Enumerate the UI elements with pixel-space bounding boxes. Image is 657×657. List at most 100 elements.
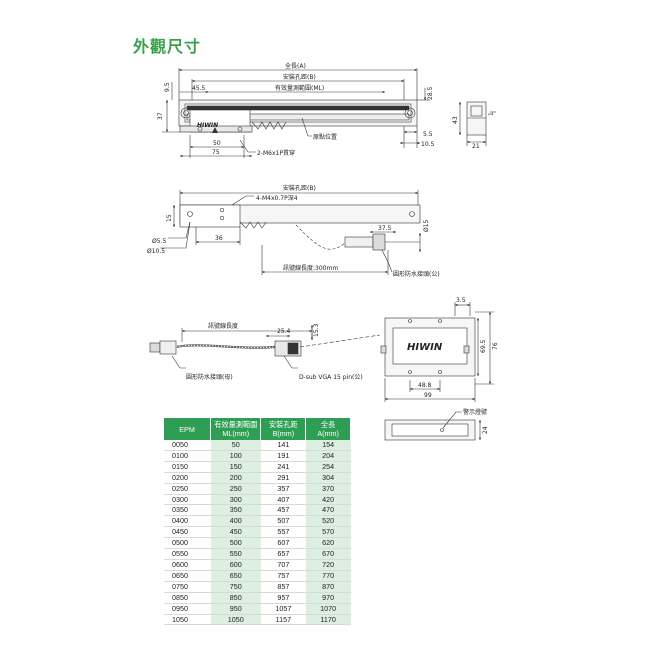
- dim-15: 15: [166, 214, 173, 222]
- dim-9-5: 9.5: [164, 82, 171, 92]
- cell-a: 970: [305, 592, 351, 604]
- cell-epm: 0450: [164, 526, 211, 539]
- cell-ml: 850: [210, 592, 261, 604]
- cell-a: 1070: [305, 603, 351, 615]
- cell-epm: 1050: [164, 614, 211, 626]
- cell-b: 607: [260, 537, 306, 550]
- bottom-mount-pitch: 安裝孔距(B): [283, 184, 316, 192]
- warning-light-label: 警示燈號: [463, 408, 487, 416]
- cell-epm: 0950: [164, 603, 211, 615]
- connector-female-label: 圓形防水接頭(母): [186, 373, 233, 381]
- cell-b: 241: [260, 461, 306, 473]
- cell-a: 520: [305, 515, 351, 528]
- cell-b: 457: [260, 504, 306, 517]
- dim-5-5: 5.5: [423, 131, 433, 138]
- dim-37-5: 37.5: [378, 225, 392, 232]
- cell-a: 370: [305, 483, 351, 495]
- header-ml-line2: ML(mm): [222, 429, 250, 438]
- dim-99: 99: [424, 392, 432, 399]
- cell-a: 720: [305, 559, 351, 571]
- cell-epm: 0150: [164, 461, 211, 473]
- dim-24: 24: [482, 426, 489, 434]
- dim-76: 76: [492, 342, 499, 350]
- cell-a: 204: [305, 450, 351, 462]
- cell-a: 770: [305, 570, 351, 582]
- cell-ml: 100: [210, 450, 261, 462]
- dim-3-5: 3.5: [456, 297, 466, 304]
- cell-ml: 250: [210, 483, 261, 495]
- cell-a: 670: [305, 548, 351, 560]
- bottom-view: [160, 190, 422, 275]
- dim-36: 36: [215, 235, 223, 242]
- dsub-label: D-sub VGA 15 pin(公): [299, 374, 363, 381]
- cell-b: 857: [260, 581, 306, 593]
- cable-view: [149, 325, 381, 369]
- cell-ml: 350: [210, 504, 261, 517]
- box-brand-logo: HIWIN: [407, 342, 443, 353]
- brand-logo: HIWIN: [197, 122, 218, 129]
- cell-ml: 550: [210, 548, 261, 560]
- dim-25-4: 25.4: [277, 328, 291, 335]
- cable-length-label: 訊號線長度:300mm: [283, 264, 338, 272]
- cell-epm: 0550: [164, 548, 211, 560]
- cell-ml: 450: [210, 526, 261, 539]
- cell-a: 470: [305, 504, 351, 517]
- cell-ml: 500: [210, 537, 261, 550]
- cell-b: 357: [260, 483, 306, 495]
- dim-69-5: 69.5: [480, 339, 487, 353]
- origin-label: 原點位置: [313, 133, 337, 141]
- cell-ml: 300: [210, 494, 261, 506]
- dim-dia-15: Ø15: [423, 219, 430, 232]
- cell-b: 407: [260, 494, 306, 506]
- cell-epm: 0300: [164, 494, 211, 506]
- dim-50: 50: [213, 140, 221, 147]
- side-view: [458, 101, 496, 146]
- cell-epm: 0250: [164, 483, 211, 495]
- cell-ml: 50: [210, 440, 261, 451]
- dim-1: 1: [488, 112, 495, 116]
- top-view: [162, 68, 430, 158]
- cell-epm: 0650: [164, 570, 211, 582]
- dim-15-3: 15.3: [313, 323, 320, 337]
- cell-b: 1157: [260, 614, 306, 626]
- header-a-line2: A(mm): [317, 429, 339, 438]
- cell-b: 957: [260, 592, 306, 604]
- cell-epm: 0100: [164, 450, 211, 462]
- cell-b: 141: [260, 440, 306, 451]
- dim-43: 43: [452, 116, 459, 124]
- header-ml-line1: 有效量測範圍: [214, 420, 258, 429]
- page-title: 外觀尺寸: [133, 37, 202, 56]
- cell-ml: 150: [210, 461, 261, 473]
- dim-45-5: 45.5: [192, 85, 206, 92]
- cell-epm: 0050: [164, 440, 211, 451]
- cell-a: 1170: [305, 614, 351, 626]
- tap-hole-label: 4-M4x0.7P深4: [256, 194, 298, 202]
- cell-epm: 0600: [164, 559, 211, 571]
- cell-b: 707: [260, 559, 306, 571]
- cell-epm: 0400: [164, 515, 211, 528]
- top-view-labels: 全長(A) 安裝孔距(B) 有效量測範圍(ML) 45.5 9.5 37 28.…: [157, 62, 435, 157]
- dim-37: 37: [157, 112, 164, 120]
- cell-epm: 0850: [164, 592, 211, 604]
- header-epm: EPM: [164, 418, 212, 440]
- cell-a: 420: [305, 494, 351, 506]
- cell-b: 757: [260, 570, 306, 582]
- cell-ml: 1050: [210, 614, 261, 626]
- dim-dia-5-5: Ø5.5: [152, 238, 166, 245]
